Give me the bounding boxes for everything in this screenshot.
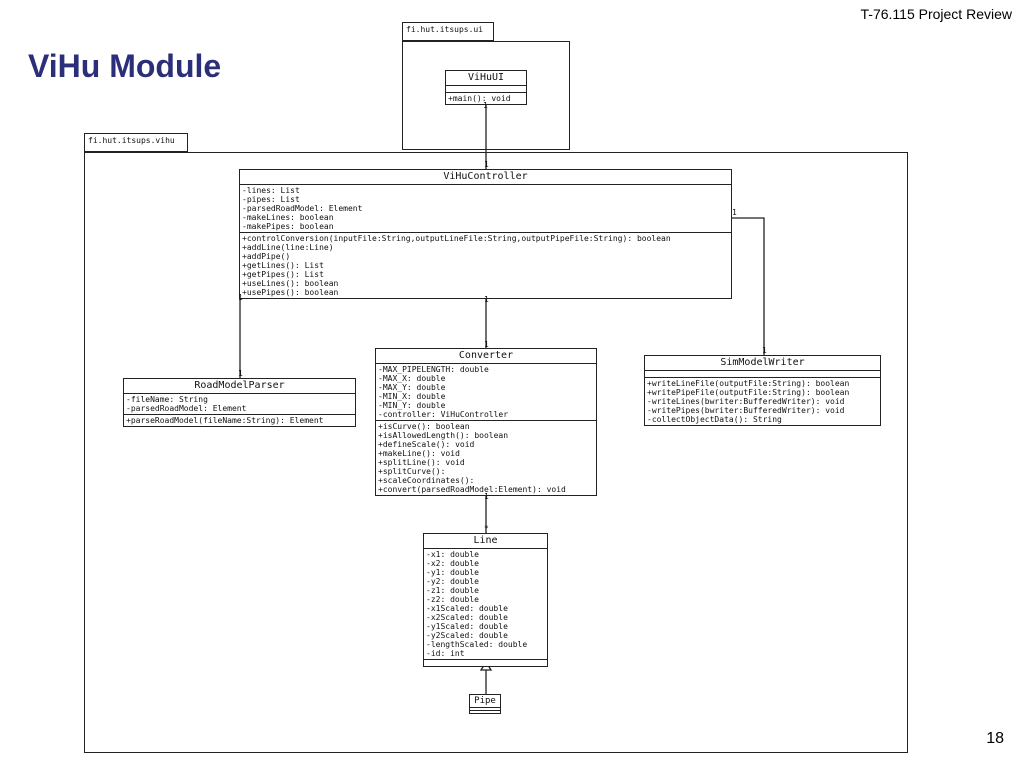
attribute: -parsedRoadModel: Element: [242, 204, 363, 213]
class-roadmodelparser: RoadModelParser -fileName: String -parse…: [123, 378, 356, 427]
attribute: -y2Scaled: double: [426, 631, 508, 640]
package-vihu-tab: fi.hut.itsups.vihu: [84, 133, 188, 152]
attribute: -y1Scaled: double: [426, 622, 508, 631]
attributes-section: [470, 708, 500, 711]
method: +addPipe(): [242, 252, 291, 261]
attribute: -x2: double: [426, 559, 479, 568]
methods-section: +parseRoadModel(fileName:String): Elemen…: [124, 415, 355, 426]
attribute: -parsedRoadModel: Element: [126, 404, 247, 413]
attributes-section: -lines: List -pipes: List -parsedRoadMod…: [240, 185, 731, 233]
method: +splitCurve():: [378, 467, 446, 476]
attribute: -z1: double: [426, 586, 479, 595]
class-name: Converter: [376, 349, 596, 364]
attribute: -lengthScaled: double: [426, 640, 528, 649]
methods-section: [424, 660, 547, 666]
multiplicity-label: 1: [238, 293, 243, 302]
association-controller-writer: [732, 217, 765, 355]
multiplicity-label: 1: [484, 295, 489, 304]
method: -collectObjectData(): String: [647, 415, 782, 424]
class-name: ViHuUI: [446, 71, 526, 86]
package-ui-tab: fi.hut.itsups.ui: [402, 22, 494, 41]
multiplicity-label: 1: [762, 346, 767, 355]
attribute: -x1Scaled: double: [426, 604, 508, 613]
class-name: SimModelWriter: [645, 356, 880, 371]
attributes-section: [645, 371, 880, 378]
method: +useLines(): boolean: [242, 279, 339, 288]
method: +usePipes(): boolean: [242, 288, 339, 297]
class-simmodelwriter: SimModelWriter +writeLineFile(outputFile…: [644, 355, 881, 426]
method: +isAllowedLength(): boolean: [378, 431, 509, 440]
methods-section: +isCurve(): boolean +isAllowedLength(): …: [376, 421, 596, 495]
class-name: RoadModelParser: [124, 379, 355, 394]
methods-section: +main(): void: [446, 93, 526, 104]
attribute: -x2Scaled: double: [426, 613, 508, 622]
attribute: -pipes: List: [242, 195, 300, 204]
methods-section: +writeLineFile(outputFile:String): boole…: [645, 378, 880, 425]
method: +makeLine(): void: [378, 449, 460, 458]
attribute: -MAX_Y: double: [378, 383, 446, 392]
attributes-section: -fileName: String -parsedRoadModel: Elem…: [124, 394, 355, 415]
attributes-section: -MAX_PIPELENGTH: double -MAX_X: double -…: [376, 364, 596, 421]
class-name: ViHuController: [240, 170, 731, 185]
page-number: 18: [986, 730, 1004, 747]
multiplicity-label: 1: [484, 492, 489, 501]
attribute: -MAX_X: double: [378, 374, 446, 383]
attribute: -makePipes: boolean: [242, 222, 334, 231]
attribute: -x1: double: [426, 550, 479, 559]
method: +parseRoadModel(fileName:String): Elemen…: [126, 416, 324, 425]
methods-section: +controlConversion(inputFile:String,outp…: [240, 233, 731, 298]
class-pipe: Pipe: [469, 694, 501, 714]
attribute: -fileName: String: [126, 395, 208, 404]
attribute: -MIN_X: double: [378, 392, 446, 401]
class-vihuui: ViHuUI +main(): void: [445, 70, 527, 105]
attribute: -lines: List: [242, 186, 300, 195]
attribute: -makeLines: boolean: [242, 213, 334, 222]
method: +writeLineFile(outputFile:String): boole…: [647, 379, 850, 388]
attributes-section: -x1: double -x2: double -y1: double -y2:…: [424, 549, 547, 660]
attribute: -MIN_Y: double: [378, 401, 446, 410]
method: -writeLines(bwriter:BufferedWriter): voi…: [647, 397, 845, 406]
class-name: Line: [424, 534, 547, 549]
method: +splitLine(): void: [378, 458, 465, 467]
attribute: -id: int: [426, 649, 465, 658]
method: +isCurve(): boolean: [378, 422, 470, 431]
attribute: -y2: double: [426, 577, 479, 586]
method: +writePipeFile(outputFile:String): boole…: [647, 388, 850, 397]
method: +getLines(): List: [242, 261, 324, 270]
multiplicity-label: 1: [732, 208, 737, 217]
method: +defineScale(): void: [378, 440, 475, 449]
method: +main(): void: [448, 94, 511, 103]
class-name: Pipe: [470, 695, 500, 708]
package-vihu-body: [84, 152, 908, 753]
method: +addLine(line:Line): [242, 243, 334, 252]
slide-title: ViHu Module: [28, 48, 222, 84]
attribute: -MAX_PIPELENGTH: double: [378, 365, 489, 374]
attributes-section: [446, 86, 526, 93]
multiplicity-label: *: [484, 524, 489, 533]
attribute: -z2: double: [426, 595, 479, 604]
slide-header: T-76.115 Project Review: [860, 6, 1012, 22]
method: +scaleCoordinates():: [378, 476, 475, 485]
method: +getPipes(): List: [242, 270, 324, 279]
multiplicity-label: 1: [238, 369, 243, 378]
multiplicity-label: 1: [484, 340, 489, 349]
multiplicity-label: 1: [483, 101, 488, 110]
attribute: -controller: ViHuController: [378, 410, 509, 419]
method: +controlConversion(inputFile:String,outp…: [242, 234, 671, 243]
attribute: -y1: double: [426, 568, 479, 577]
methods-section: [470, 711, 500, 713]
class-line: Line -x1: double -x2: double -y1: double…: [423, 533, 548, 667]
method: +convert(parsedRoadModel:Element): void: [378, 485, 566, 494]
class-vihucontroller: ViHuController -lines: List -pipes: List…: [239, 169, 732, 299]
class-converter: Converter -MAX_PIPELENGTH: double -MAX_X…: [375, 348, 597, 496]
multiplicity-label: 1: [484, 160, 489, 169]
method: -writePipes(bwriter:BufferedWriter): voi…: [647, 406, 845, 415]
